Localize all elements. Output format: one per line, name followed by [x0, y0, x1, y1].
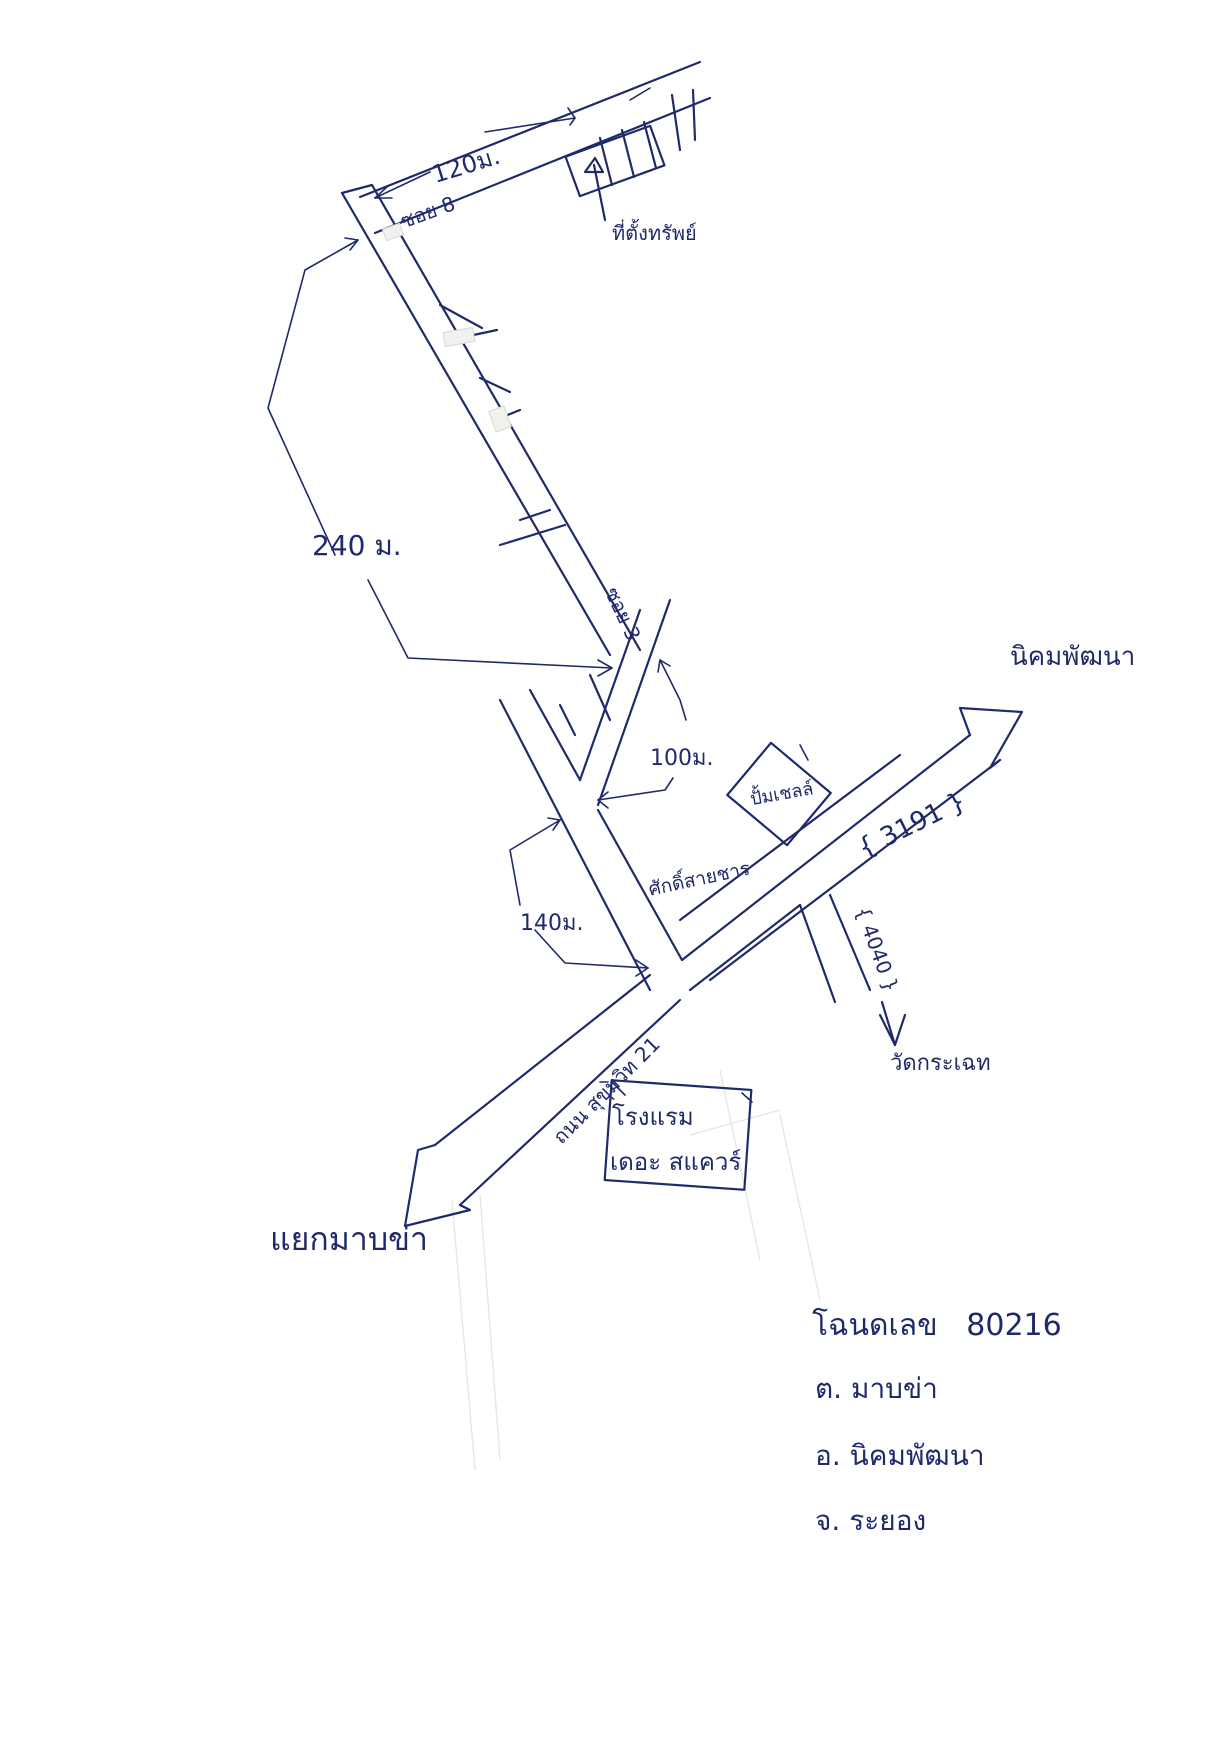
address-province: จ. ระยอง [815, 1504, 926, 1537]
background-traces [451, 1069, 821, 1471]
main-soi-road [340, 183, 642, 657]
soi8-road [358, 60, 712, 235]
street-label-3191: { 3191 } [853, 786, 970, 864]
route-4040-road [798, 893, 907, 1047]
distance-label-100: 100ม. [650, 746, 714, 771]
distance-140-arrow [509, 817, 649, 977]
distance-label-120: 120ม. [429, 142, 503, 189]
place-label-sakdi: ศักดิ์สายชาร [646, 854, 752, 901]
street-label-sukhumvit21: ถนน สุขุมวิท 21 [548, 1032, 665, 1149]
shell-station [726, 741, 832, 847]
place-label-hotel-line1: โรงแรม [612, 1103, 694, 1131]
street-label-soi8: ซอย 8 [397, 191, 458, 233]
distance-label-240: 240 ม. [312, 529, 402, 562]
place-label-nikhom: นิคมพัฒนา [1010, 642, 1135, 672]
place-label-wat: วัดกระเฉท [890, 1051, 991, 1076]
distance-label-140: 140ม. [520, 911, 584, 936]
place-label-hotel-line2: เดอะ สแควร์ [610, 1148, 741, 1176]
address-subdistrict: ต. มาบข่า [815, 1372, 938, 1405]
place-label-destination: ที่ตั้งทรัพย์ [612, 219, 697, 245]
distance-120-arrow [374, 107, 576, 199]
distance-100-arrow [597, 659, 687, 809]
address-postcode: โฉนดเลข 80216 [812, 1307, 1062, 1343]
sukhumvit-road [403, 753, 902, 1228]
hotel-building [599, 1079, 753, 1191]
street-label-4040: { 4040 } [851, 903, 904, 995]
destination-building [564, 120, 666, 222]
place-label-junction: แยกมาบข่า [270, 1220, 428, 1258]
place-label-shop: ปั้มเชลล์ [748, 775, 815, 810]
address-district: อ. นิคมพัฒนา [815, 1439, 985, 1472]
distance-240-arrow [267, 237, 613, 677]
lower-roads [498, 598, 684, 992]
route-3191-road [680, 706, 1024, 982]
